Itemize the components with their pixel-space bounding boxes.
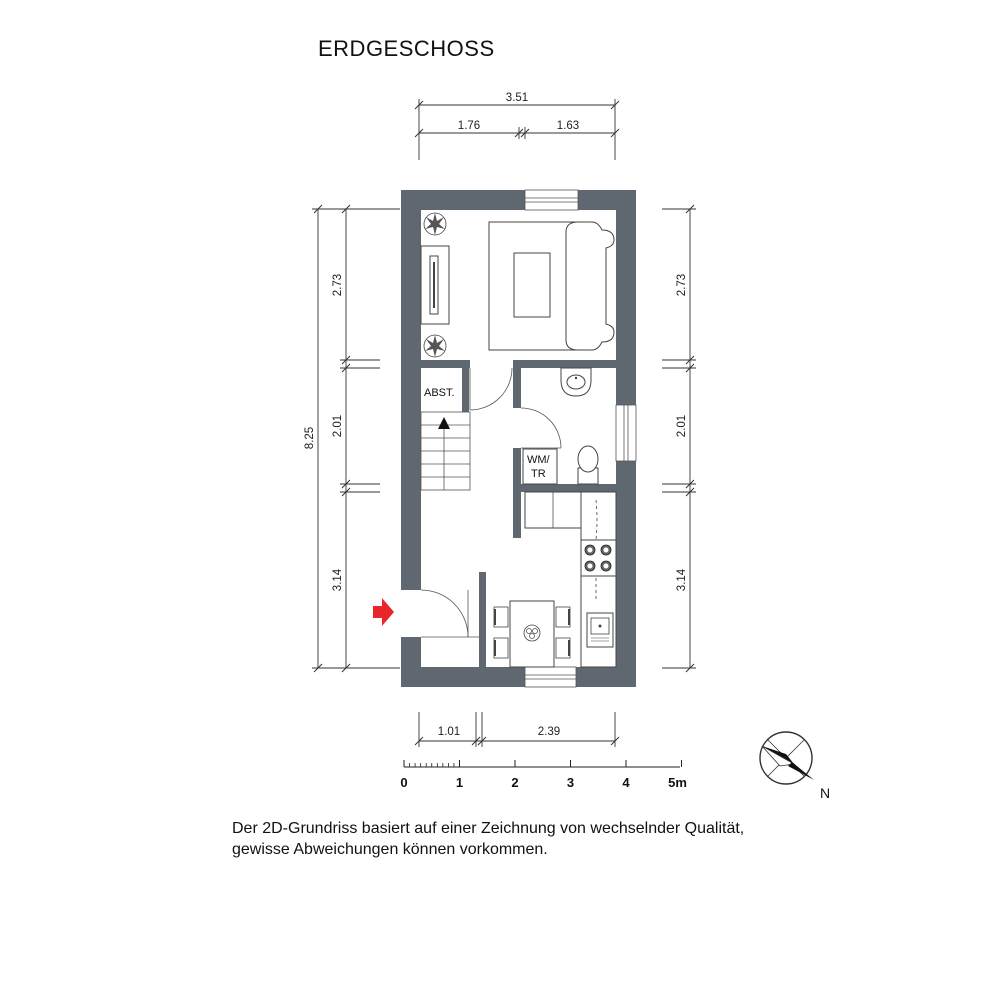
- dining-set: [493, 600, 571, 668]
- washer-label-line2: TR: [531, 468, 546, 480]
- disclaimer-text: Der 2D-Grundriss basiert auf einer Zeich…: [232, 818, 872, 860]
- chair-right-bottom: [555, 637, 571, 659]
- right-dimensions: 2.73 2.01 3.14: [662, 204, 696, 673]
- dim-left-middle: 2.01: [332, 415, 344, 437]
- fruit-bowl-icon: [523, 624, 541, 642]
- dim-right-lower: 3.14: [676, 568, 688, 591]
- dim-left-lower: 3.14: [332, 568, 344, 591]
- chair-right-top: [555, 606, 571, 628]
- kitchen-sink-icon: [586, 612, 614, 648]
- living-room-furniture: [420, 212, 615, 358]
- scale-labels: 0 1 2 3 4 5m: [400, 775, 687, 790]
- walls: [401, 190, 636, 687]
- wall-top-left: [401, 190, 525, 210]
- compass-north-label: N: [820, 785, 830, 801]
- wall-left-lower: [401, 637, 421, 687]
- sofa: [565, 221, 615, 351]
- disclaimer-line-1: Der 2D-Grundriss basiert auf einer Zeich…: [232, 820, 745, 837]
- bathroom-fixtures: WM/ TR: [522, 367, 599, 485]
- bottom-dimensions: 1.01 2.39: [414, 712, 620, 747]
- compass-icon: N: [759, 731, 830, 801]
- scale-ticks: [403, 760, 682, 767]
- wall-right-lower: [616, 461, 636, 687]
- chair-left-bottom: [493, 637, 509, 659]
- scale-bar: 0 1 2 3 4 5m: [400, 760, 687, 790]
- bath-door-swing: [520, 407, 562, 449]
- dim-top-total: 3.51: [506, 92, 528, 104]
- wall-stub-dining: [479, 572, 486, 667]
- scale-label: 1: [456, 775, 463, 790]
- wall-bath-left-upper: [513, 368, 521, 408]
- chair-left-top: [493, 606, 509, 628]
- disclaimer-line-2: gewisse Abweichungen können vorkommen.: [232, 841, 548, 858]
- dim-left-upper: 2.73: [332, 274, 344, 296]
- scale-label: 0: [400, 775, 407, 790]
- scale-label: 3: [567, 775, 574, 790]
- plant-bottom-icon: [423, 334, 447, 358]
- dim-right-middle: 2.01: [676, 415, 688, 437]
- plant-top-icon: [423, 212, 447, 236]
- storage-and-stairs: ABST.: [420, 387, 471, 491]
- window-bottom: [524, 666, 577, 688]
- scale-label: 2: [511, 775, 518, 790]
- living-door-swing: [469, 367, 513, 411]
- coffee-table: [513, 252, 551, 318]
- wall-right-upper: [616, 190, 636, 405]
- top-dimensions: 3.51 1.76 1.63: [414, 92, 620, 160]
- wall-left-upper: [401, 190, 421, 590]
- stove-icon: [580, 539, 617, 577]
- left-dimensions: 8.25 2.73 2.01 3.14: [304, 204, 400, 673]
- wall-bottom-left: [401, 667, 525, 687]
- kitchen: [524, 491, 617, 668]
- dim-left-total: 8.25: [304, 427, 316, 449]
- plan-title: ERDGESCHOSS: [318, 36, 495, 61]
- doors: [420, 367, 562, 638]
- dim-bottom-right: 2.39: [538, 726, 560, 738]
- washer-label-line1: WM/: [527, 454, 551, 466]
- entrance-arrow-icon: [373, 598, 394, 626]
- storage-label: ABST.: [424, 387, 455, 399]
- wall-bath-bottom: [521, 484, 616, 492]
- window-top: [524, 189, 579, 211]
- entrance-door-swing: [420, 589, 469, 638]
- windows: [524, 189, 637, 688]
- wall-living-hall-left: [421, 360, 470, 368]
- wall-storage-right: [462, 368, 469, 412]
- dim-bottom-left: 1.01: [438, 726, 460, 738]
- dim-right-upper: 2.73: [676, 274, 688, 296]
- scale-label: 5m: [668, 775, 687, 790]
- dim-top-right: 1.63: [557, 120, 579, 132]
- window-bath: [615, 404, 637, 462]
- scale-label: 4: [622, 775, 630, 790]
- wall-living-hall-right: [513, 360, 616, 368]
- dim-top-left: 1.76: [458, 120, 480, 132]
- wall-bath-left-lower: [513, 448, 521, 538]
- washer-dryer: [522, 448, 558, 485]
- toilet-icon: [577, 445, 599, 473]
- stairs-up-arrow-icon: [438, 417, 450, 429]
